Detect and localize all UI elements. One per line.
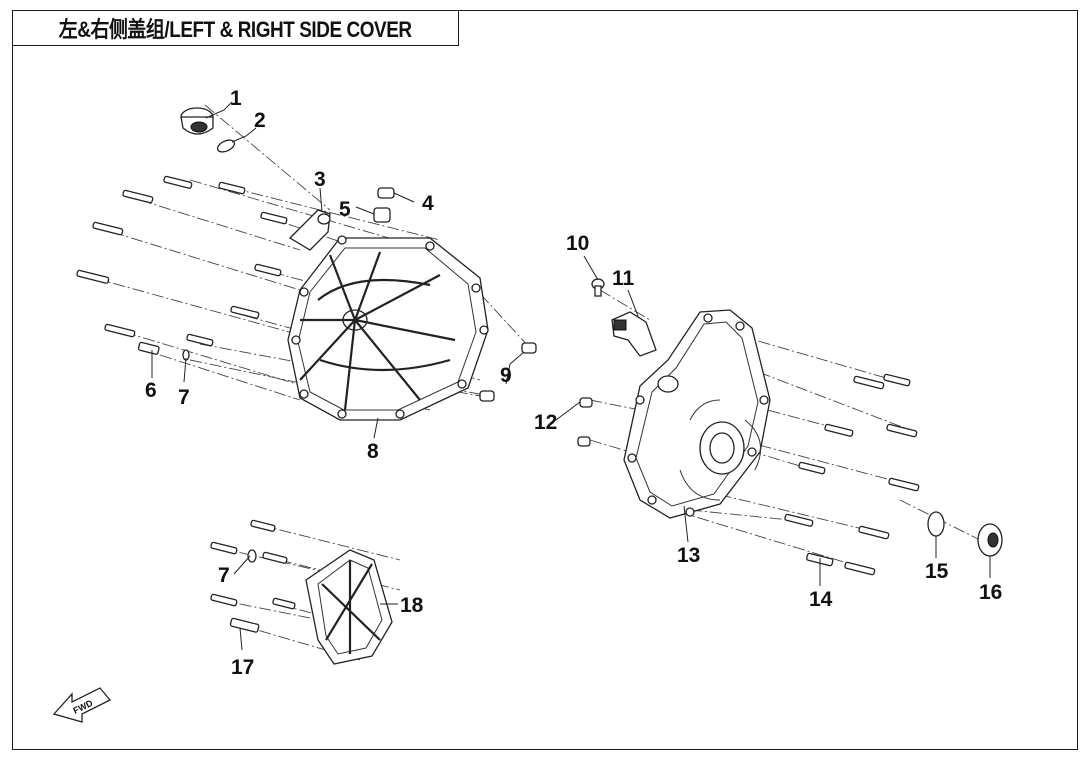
part-11-sensor <box>611 311 657 357</box>
callout-4: 4 <box>422 192 434 215</box>
callout-1: 1 <box>230 87 242 110</box>
callout-12: 12 <box>534 411 557 434</box>
part-1-filler-cap <box>180 107 214 135</box>
left-cover-bolts <box>76 175 288 361</box>
part-8-left-side-cover <box>287 235 489 421</box>
fwd-direction-arrow-icon: FWD <box>52 687 112 723</box>
callout-labels: 1 2 3 4 5 6 7 7 8 9 10 11 12 13 14 15 16… <box>145 87 1002 679</box>
leader-lines <box>151 101 991 651</box>
callout-2: 2 <box>254 109 266 132</box>
callout-5: 5 <box>339 198 351 221</box>
callout-18: 18 <box>400 594 424 617</box>
part-13-right-side-cover <box>623 309 771 519</box>
callout-10: 10 <box>566 232 589 255</box>
diagram-title-text: 左&右侧盖组/LEFT & RIGHT SIDE COVER <box>59 17 412 42</box>
callout-13: 13 <box>677 544 700 567</box>
callout-8: 8 <box>367 440 379 463</box>
part-4-dowel <box>377 187 395 199</box>
callout-6: 6 <box>145 379 157 402</box>
part-15-o-ring <box>927 511 945 537</box>
callout-15: 15 <box>925 560 949 583</box>
part-18-small-cover <box>305 549 393 665</box>
callout-7-left: 7 <box>178 386 190 409</box>
callout-17: 17 <box>231 656 254 679</box>
callout-3: 3 <box>314 168 326 191</box>
drawing-frame <box>12 10 1078 750</box>
part-17-bolts <box>210 519 296 633</box>
part-12-dowels <box>577 397 593 447</box>
callout-16: 16 <box>979 581 1002 604</box>
part-9-dowels <box>479 342 537 402</box>
part-3-bracket <box>288 209 331 251</box>
part-10-bolt <box>591 278 605 297</box>
callout-14: 14 <box>809 588 833 611</box>
callout-9: 9 <box>500 364 512 387</box>
part-5-dowel <box>373 207 391 223</box>
right-cover-bolts <box>784 373 920 576</box>
callout-7-small-cover: 7 <box>218 564 230 587</box>
callout-11: 11 <box>612 267 635 290</box>
part-16-plug <box>977 523 1003 557</box>
part-2-o-ring <box>216 139 236 153</box>
diagram-title: 左&右侧盖组/LEFT & RIGHT SIDE COVER <box>12 10 459 46</box>
